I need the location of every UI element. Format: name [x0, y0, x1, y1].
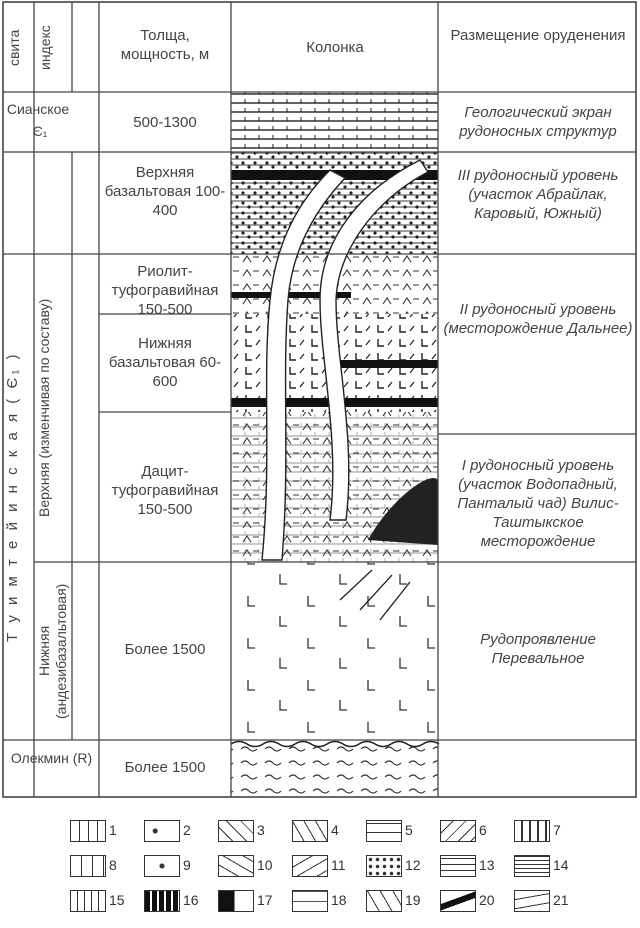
legend-number-10: 10 — [257, 857, 273, 873]
legend-number-3: 3 — [257, 822, 265, 838]
legend-symbol-4 — [292, 820, 328, 842]
legend-number-7: 7 — [553, 822, 561, 838]
legend-symbol-17 — [218, 890, 254, 912]
legend-symbol-14 — [514, 855, 550, 877]
legend-number-5: 5 — [405, 822, 413, 838]
sian-suite-index: Є₁ — [20, 122, 60, 141]
legend-number-15: 15 — [109, 892, 125, 908]
legend-symbol-10 — [218, 855, 254, 877]
legend-symbol-6 — [440, 820, 476, 842]
ore-level-2: II рудоносный уровень (месторождение Дал… — [442, 300, 634, 338]
olekmin-suite: Олекмин (R) — [4, 749, 99, 768]
ore-perevalnoe: Рудопроявление Перевальное — [442, 630, 634, 668]
legend-number-17: 17 — [257, 892, 273, 908]
legend-number-1: 1 — [109, 822, 117, 838]
legend-number-2: 2 — [183, 822, 191, 838]
legend-symbol-3 — [218, 820, 254, 842]
legend-number-12: 12 — [405, 857, 421, 873]
lower-subsuite-label: Нижняя (андезибазальтовая) — [36, 566, 70, 736]
header-thickness: Толща, мощность, м — [104, 26, 226, 64]
ore-level-3: III рудоносный уровень (участок Абрайлак… — [442, 166, 634, 223]
header-ore: Размещение оруденения — [446, 26, 630, 45]
lithology-column — [231, 92, 439, 797]
legend-number-16: 16 — [183, 892, 199, 908]
legend-symbol-16 — [144, 890, 180, 912]
legend-symbol-8 — [70, 855, 106, 877]
legend-number-19: 19 — [405, 892, 421, 908]
legend-symbol-15 — [70, 890, 106, 912]
lower-subsuite-thickness: Более 1500 — [104, 640, 226, 659]
header-suite: свита — [6, 8, 32, 88]
legend-number-21: 21 — [553, 892, 569, 908]
sian-ore-text: Геологический экран рудоносных структур — [442, 103, 634, 141]
legend-number-20: 20 — [479, 892, 495, 908]
dacite-thickness: Дацит-туфогравийная 150-500 — [104, 462, 226, 519]
legend-number-14: 14 — [553, 857, 569, 873]
legend-number-18: 18 — [331, 892, 347, 908]
legend-symbol-9 — [144, 855, 180, 877]
legend-number-9: 9 — [183, 857, 191, 873]
legend-symbol-2 — [144, 820, 180, 842]
legend-symbol-20 — [440, 890, 476, 912]
legend-symbol-21 — [514, 890, 550, 912]
legend-number-11: 11 — [331, 857, 346, 873]
lower-basalt-thickness: Нижняя базальтовая 60-600 — [104, 334, 226, 391]
sian-thickness: 500-1300 — [104, 113, 226, 132]
legend-symbol-18 — [292, 890, 328, 912]
legend-symbol-12 — [366, 855, 402, 877]
formation-label: Т у и м т е й и н с к а я ( Є₁ ) — [4, 256, 34, 738]
header-index: индекс — [37, 8, 69, 88]
legend-symbol-1 — [70, 820, 106, 842]
legend-symbol-11 — [292, 855, 328, 877]
legend-number-8: 8 — [109, 857, 117, 873]
legend-symbol-7 — [514, 820, 550, 842]
upper-subsuite-label: Верхняя (изменчивая по составу) — [36, 256, 70, 560]
sian-suite-name: Сианское — [4, 100, 72, 119]
legend-number-4: 4 — [331, 822, 339, 838]
ore-level-1: I рудоносный уровень (участок Водопадный… — [442, 456, 634, 551]
legend-number-6: 6 — [479, 822, 487, 838]
rhyolite-thickness: Риолит-туфогравийная 150-500 — [104, 262, 226, 319]
legend-symbol-19 — [366, 890, 402, 912]
header-column: Колонка — [236, 38, 434, 57]
legend-number-13: 13 — [479, 857, 495, 873]
legend-symbol-13 — [440, 855, 476, 877]
legend-symbol-5 — [366, 820, 402, 842]
upper-basalt-thickness: Верхняя базальтовая 100-400 — [104, 163, 226, 220]
olekmin-thickness: Более 1500 — [104, 758, 226, 777]
